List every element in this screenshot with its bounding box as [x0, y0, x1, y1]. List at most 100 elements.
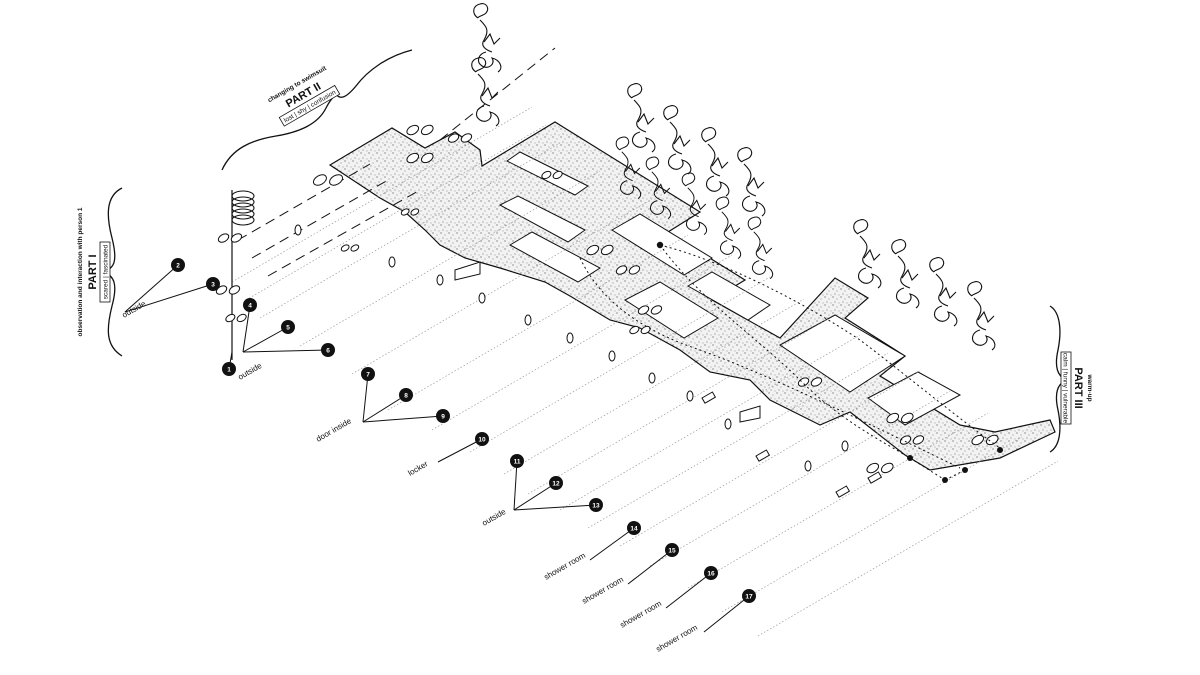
station-number: 9: [441, 414, 445, 421]
plan-prop: [436, 274, 444, 286]
figure-arm: [901, 268, 919, 281]
swimmer-figure: [737, 147, 766, 217]
plan-props: [294, 224, 883, 498]
station-number: 14: [630, 526, 638, 533]
stroke-blob: [400, 208, 420, 216]
figure-arm: [711, 156, 729, 169]
station-leader: [665, 572, 712, 609]
figure-body: [621, 151, 633, 182]
figure-head: [663, 105, 679, 121]
station-leader: [362, 373, 369, 423]
stroke-blob: [629, 325, 651, 335]
figure-body: [973, 297, 987, 331]
station-leader: [242, 349, 329, 353]
projection-line: [757, 460, 1059, 637]
swimmer-figure: [471, 57, 500, 127]
figure-head: [891, 239, 907, 255]
stroke-blob: [447, 133, 473, 143]
station-leader: [362, 394, 407, 423]
station-marker-9: 9: [436, 409, 450, 423]
plan-bench: [835, 485, 851, 498]
plan-prop: [686, 390, 694, 402]
plan-prop: [294, 224, 302, 236]
figure-arm: [625, 163, 641, 175]
figure-arm: [747, 176, 765, 189]
part-1-moods: scared | fascinated: [103, 244, 110, 299]
coil-figure: [231, 190, 255, 226]
station-label-13: outside: [481, 507, 508, 528]
figure-body: [669, 121, 683, 155]
figure-body: [633, 99, 647, 133]
stroke-blob: [866, 462, 894, 474]
figure-body: [897, 255, 911, 289]
stroke-blob: [406, 124, 434, 136]
plan-prop: [724, 418, 732, 430]
station-marker-dot: [222, 362, 236, 376]
figure-legs: [631, 131, 656, 153]
part-1-mood-box: [99, 241, 111, 303]
stroke-blob: [340, 244, 360, 252]
station-number: 3: [211, 282, 215, 289]
figure-body: [477, 73, 491, 107]
plan-prop: [566, 332, 574, 344]
plan-prop: [608, 350, 616, 362]
station-leader: [513, 460, 518, 511]
station-marker-dot: [665, 543, 679, 557]
part-3-title: PART III: [1072, 367, 1084, 408]
stroke-blob: [217, 233, 243, 243]
part-3-subtitle: warm-up: [1086, 373, 1093, 401]
station-marker-dot: [549, 476, 563, 490]
station-marker-dot: [171, 258, 185, 272]
figure-arm: [481, 86, 499, 99]
station-label-9: door inside: [315, 416, 354, 444]
stroke-blob: [215, 285, 241, 295]
projection-line: [587, 352, 889, 529]
swimmer-figure: [627, 83, 656, 153]
figure-legs: [685, 216, 708, 236]
station-marker-17: 17: [742, 589, 756, 603]
swimmer-figure: [663, 105, 692, 175]
plan-prop: [804, 460, 812, 472]
figure-legs: [895, 287, 920, 309]
figure-body: [935, 273, 949, 307]
swimmer-figure: [615, 136, 642, 200]
figure-arm: [691, 199, 707, 211]
station-number: 8: [404, 393, 408, 400]
plan-bench: [701, 391, 717, 404]
figure-arm: [939, 286, 957, 299]
station-leader: [437, 438, 483, 463]
plan-prop: [478, 292, 486, 304]
station-marker-13: 13: [589, 498, 603, 512]
station-number: 15: [668, 548, 676, 555]
figure-arm: [725, 223, 741, 235]
dashed-guide: [267, 189, 421, 277]
station-label-16: shower room: [619, 599, 664, 630]
projection-line: [721, 436, 1023, 613]
plan-bench: [867, 471, 883, 484]
figure-legs: [475, 105, 500, 127]
part-1-group: observation and interaction with person …: [77, 187, 123, 357]
station-number: 17: [745, 594, 753, 601]
station-marker-dot: [742, 589, 756, 603]
station-marker-dot: [206, 277, 220, 291]
station-number: 13: [592, 503, 600, 510]
figure-legs: [741, 195, 766, 217]
figure-legs: [667, 153, 692, 175]
station-number: 5: [286, 325, 290, 332]
station-marker-12: 12: [549, 476, 563, 490]
station-marker-dot: [510, 454, 524, 468]
station-number: 4: [248, 303, 252, 310]
figure-head: [645, 156, 660, 171]
station-number: 7: [366, 372, 370, 379]
station-marker-8: 8: [399, 388, 413, 402]
figure-legs: [719, 240, 742, 260]
station-marker-3: 3: [206, 277, 220, 291]
figure-head: [715, 196, 730, 211]
station-marker-dot: [399, 388, 413, 402]
station-label-14: shower room: [543, 551, 588, 582]
swimmer-figure: [967, 281, 996, 351]
station-marker-dot: [436, 409, 450, 423]
figure-body: [743, 163, 757, 197]
station-leader: [362, 415, 444, 423]
plan-prop: [841, 440, 849, 452]
